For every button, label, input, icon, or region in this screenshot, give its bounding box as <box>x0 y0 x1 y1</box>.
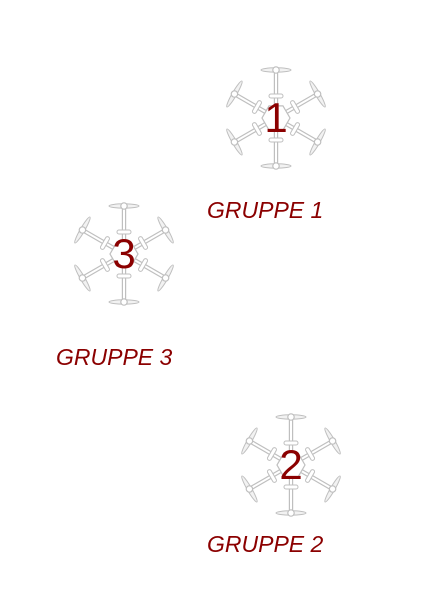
drone-propeller <box>226 80 243 108</box>
group-label-2: GRUPPE 2 <box>207 531 324 557</box>
rotor-hub <box>120 298 128 306</box>
rotor-hub <box>161 226 170 234</box>
drone-propeller <box>74 264 91 292</box>
hexacopter-drone-icon <box>226 66 326 170</box>
strut-bar <box>116 273 132 279</box>
rotor-hub <box>78 274 87 282</box>
strut-bar <box>266 469 277 483</box>
drone-propeller <box>241 475 258 503</box>
drone-strut <box>283 440 299 446</box>
strut-bar <box>290 100 301 114</box>
strut-bar <box>138 236 149 250</box>
drone-strut <box>305 447 316 461</box>
strut-bar <box>305 447 316 461</box>
drone-number-1: 1 <box>264 94 288 141</box>
rotor-hub <box>313 138 322 146</box>
strut-bar <box>116 229 132 235</box>
drone-propeller <box>157 216 174 244</box>
drone-propeller <box>108 202 140 210</box>
drone-propeller <box>324 427 341 455</box>
strut-bar <box>99 236 110 250</box>
strut-bar <box>268 93 284 99</box>
rotor-hub <box>120 202 128 210</box>
rotor-hub <box>230 138 239 146</box>
drone-propeller <box>108 298 140 306</box>
drone-propeller <box>275 509 307 517</box>
rotor-hub <box>328 437 337 445</box>
rotor-hub <box>161 274 170 282</box>
strut-bar <box>283 484 299 490</box>
strut-bar <box>99 258 110 272</box>
drone-group-1: 1 <box>214 56 338 180</box>
rotor-hub <box>287 509 295 517</box>
drone-number-3: 3 <box>112 230 136 277</box>
drone-number-2: 2 <box>279 441 303 488</box>
rotor-hub <box>245 437 254 445</box>
strut-bar <box>268 137 284 143</box>
strut-bar <box>138 258 149 272</box>
drone-propeller <box>241 427 258 455</box>
rotor-hub <box>230 90 239 98</box>
hexacopter-drone-icon <box>241 413 341 517</box>
rotor-hub <box>272 66 280 74</box>
drone-body <box>109 241 139 267</box>
drone-group-2: 2 <box>229 403 353 527</box>
drone-propeller <box>324 475 341 503</box>
drone-strut <box>266 469 277 483</box>
drone-strut <box>251 100 262 114</box>
drone-strut <box>138 258 149 272</box>
drone-strut <box>99 258 110 272</box>
drone-strut <box>116 229 132 235</box>
group-label-3: GRUPPE 3 <box>56 344 173 370</box>
rotor-hub <box>328 485 337 493</box>
rotor-hub <box>245 485 254 493</box>
drone-strut <box>290 100 301 114</box>
rotor-hub <box>287 413 295 421</box>
drone-propeller <box>260 66 292 74</box>
strut-bar <box>251 122 262 136</box>
drone-body <box>261 105 291 131</box>
hexacopter-drone-icon <box>74 202 174 306</box>
drone-propeller <box>309 80 326 108</box>
drone-body <box>276 452 306 478</box>
rotor-hub <box>272 162 280 170</box>
strut-bar <box>283 440 299 446</box>
drone-group-3: 3 <box>62 192 186 316</box>
drone-strut <box>251 122 262 136</box>
drone-propeller <box>157 264 174 292</box>
rotor-hub <box>313 90 322 98</box>
drone-strut <box>290 122 301 136</box>
drone-strut <box>138 236 149 250</box>
drone-propeller <box>275 413 307 421</box>
drone-strut <box>268 93 284 99</box>
drone-strut <box>305 469 316 483</box>
drone-propeller <box>74 216 91 244</box>
rotor-hub <box>78 226 87 234</box>
strut-bar <box>290 122 301 136</box>
strut-bar <box>251 100 262 114</box>
drone-strut <box>116 273 132 279</box>
drone-propeller <box>260 162 292 170</box>
strut-bar <box>266 447 277 461</box>
drone-propeller <box>309 128 326 156</box>
drone-propeller <box>226 128 243 156</box>
strut-bar <box>305 469 316 483</box>
drone-strut <box>268 137 284 143</box>
drone-strut <box>99 236 110 250</box>
drone-strut <box>266 447 277 461</box>
drone-strut <box>283 484 299 490</box>
group-label-1: GRUPPE 1 <box>207 197 324 223</box>
